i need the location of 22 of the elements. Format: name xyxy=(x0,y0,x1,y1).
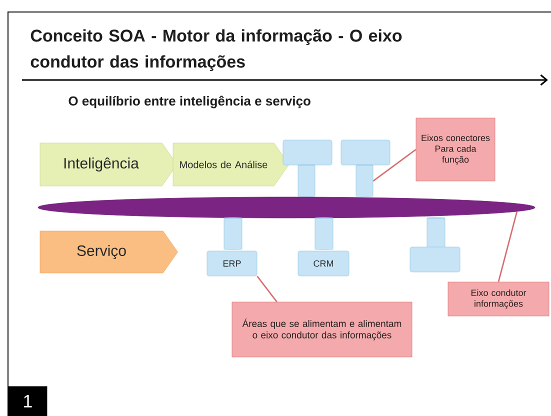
connector-cylinder xyxy=(224,217,242,250)
subtitle: O equilíbrio entre inteligência e serviço xyxy=(68,96,310,108)
connector-cylinder xyxy=(298,164,316,197)
callout-box: Eixos conectores Para cada função xyxy=(416,118,496,182)
system-box xyxy=(282,140,332,166)
chevron-label: Inteligência xyxy=(40,142,178,186)
chevron-label: Serviço xyxy=(40,230,178,274)
leader-line xyxy=(372,148,416,182)
figure-number: 1 xyxy=(8,386,48,416)
connector-cylinder xyxy=(356,164,374,197)
connector-cylinder xyxy=(314,217,334,250)
title: Conceito SOA - Motor da informação - O eixo condutor das informações xyxy=(30,29,402,72)
leader-line xyxy=(498,211,518,282)
callout-box: Eixo condutor informações xyxy=(448,282,550,316)
system-box: CRM xyxy=(298,250,350,276)
callout-box: Áreas que se alimentam e alimentam o eixo condutor das informações xyxy=(232,302,412,358)
system-box xyxy=(410,246,460,272)
chevron-label: Modelos de Análise xyxy=(172,142,290,186)
leader-line xyxy=(256,276,278,302)
information-bus xyxy=(38,196,536,218)
system-box: ERP xyxy=(206,250,258,276)
system-box xyxy=(340,140,390,166)
